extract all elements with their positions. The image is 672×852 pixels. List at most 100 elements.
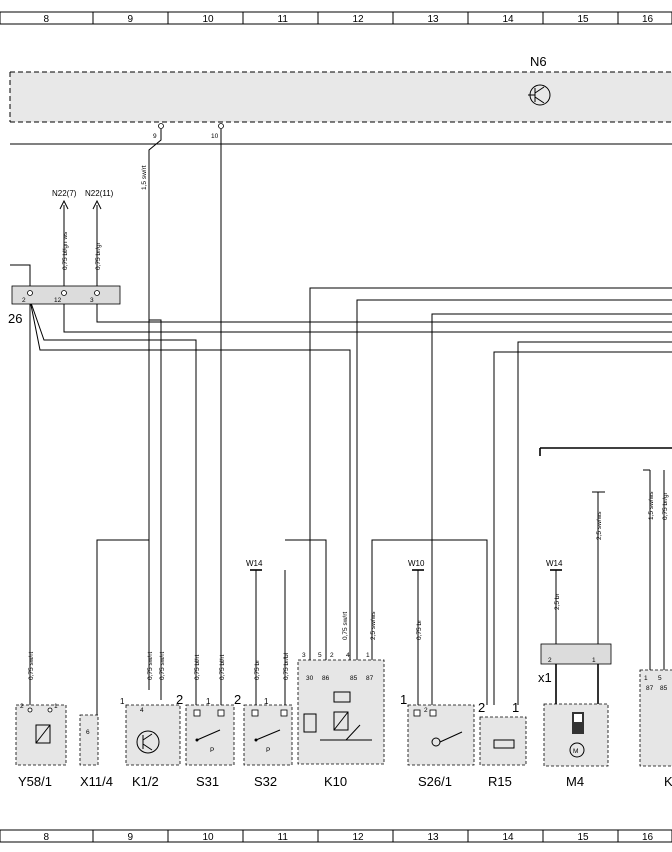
component-label: Y58/1 [18,774,52,789]
component-label: S31 [196,774,219,789]
grid-number: 10 [203,14,215,25]
wire-label: 0,75 sw/rt [147,652,154,680]
pin-label: 2 [234,692,241,707]
component-label: R15 [488,774,512,789]
grid-number: 16 [642,14,654,25]
component-s31: 2 1 P S31 [176,692,235,789]
x1-label: x1 [538,670,552,685]
grid-number: 10 [203,832,215,843]
pressure-mark: P [266,747,270,754]
wire-label: 1,5 sw/rt [141,165,148,190]
connector-26-pin-label: 3 [90,297,94,304]
pin-label: 2 [424,707,428,714]
wire-label: 2,5 sw/ws [596,511,603,540]
pin-label: 3 [302,652,306,659]
wire-label: 0,75 bl/rt [194,655,201,680]
component-k10: 3 5 2 4 1 30 86 85 87 K10 [297,652,385,789]
wire-labels: 1,5 sw/rt 0,75 bl/gn ws 0,75 br/gr 0,75 … [28,165,669,680]
wire-label: 1,5 sw/ws [648,491,655,520]
pin-label: 1 [644,675,648,682]
component-k-partial: 1 5 87 85 K [639,669,672,789]
component-s32: 2 1 P S32 [234,692,293,789]
module-n6-label: N6 [530,54,547,69]
wire-label: 0,75 br/gr [95,241,102,270]
pin-label: 1 [512,700,519,715]
wire-label: 0,75 br/gr [662,491,669,520]
ref-n22-7: N22(7) [52,189,77,198]
component-k1-2: 1 4 K1/2 [120,697,181,789]
connector-26-label: 26 [8,311,22,326]
pin-label: 85 [350,675,358,682]
ground-w14-b: W14 [546,559,563,568]
pin-label: 85 [660,685,668,692]
module-pin-9 [158,123,164,129]
pin-label: 2 [478,700,485,715]
pin-label: 5 [658,675,662,682]
component-label: S26/1 [418,774,452,789]
pin-label: 1 [206,697,211,706]
component-y58-1: 2 1 Y58/1 [15,703,67,789]
wire-label: 0,75 br [416,619,423,640]
pin-label: 1 [264,697,269,706]
pin-label: 1 [592,657,596,664]
component-label: X11/4 [80,774,113,789]
grid-number: 13 [428,832,440,843]
pin-label: 1 [120,697,125,706]
grid-number: 14 [503,14,515,25]
wire-label: 0,75 bl/gn ws [62,231,69,270]
pin-label: 1 [366,652,370,659]
connector-26-pin-label: 2 [22,297,26,304]
connector-26: 2 12 3 26 [8,285,121,326]
module-pin-9-label: 9 [153,133,157,140]
ground-w10: W10 [408,559,425,568]
transistor-icon [528,84,551,106]
grid-number: 11 [278,832,289,843]
ground-w14-a: W14 [246,559,263,568]
grid-number: 9 [128,832,134,843]
motor-icon [569,742,585,758]
pin-label: 2 [20,703,24,710]
wire-label: 0,75 sw/rt [28,652,35,680]
grid-number: 13 [428,14,440,25]
module-pin-10-label: 10 [211,133,219,140]
component-label: K [664,774,672,789]
pin-label: 87 [366,675,374,682]
grid-number: 8 [44,14,50,25]
component-s26-1: 1 2 S26/1 [400,692,475,789]
component-label: M4 [566,774,584,789]
wire-label: 2,5 sw/ws [370,611,377,640]
pin-label: 4 [140,707,144,714]
pin-label: 5 [318,652,322,659]
wire-label: 2,5 br [554,593,561,610]
module-pin-10 [218,123,224,129]
wire-label: 0,75 sw/rt [342,612,349,640]
wire-label: 0,75 br/bl [283,652,290,680]
ref-n22-11: N22(11) [85,189,114,198]
grid-number: 12 [353,14,365,25]
module-n6-band: N6 9 10 [9,54,672,145]
wire-label: 0,75 sw/rt [159,652,166,680]
component-label: S32 [254,774,277,789]
grid-number: 16 [642,832,654,843]
component-r15: 2 1 R15 [478,700,527,789]
grid-number: 15 [578,832,590,843]
grid-number: 11 [278,14,289,25]
motor-symbol: M [573,748,578,755]
component-m4: 2 1 x1 M M4 [538,643,612,789]
component-x11-4: 6 X11/4 [79,714,113,789]
wires [10,129,672,753]
pin-label: 2 [176,692,183,707]
pin-label: 2 [548,657,552,664]
pin-label: 1 [54,703,58,710]
pin-label: 2 [330,652,334,659]
wire-label: 0,75 bl/rt [219,655,226,680]
pin-label: 1 [400,692,407,707]
grid-number: 9 [128,14,134,25]
pin-label: 30 [306,675,314,682]
pressure-mark: P [210,747,214,754]
grid-number: 12 [353,832,365,843]
component-label: K10 [324,774,347,789]
grid-number: 14 [503,832,515,843]
